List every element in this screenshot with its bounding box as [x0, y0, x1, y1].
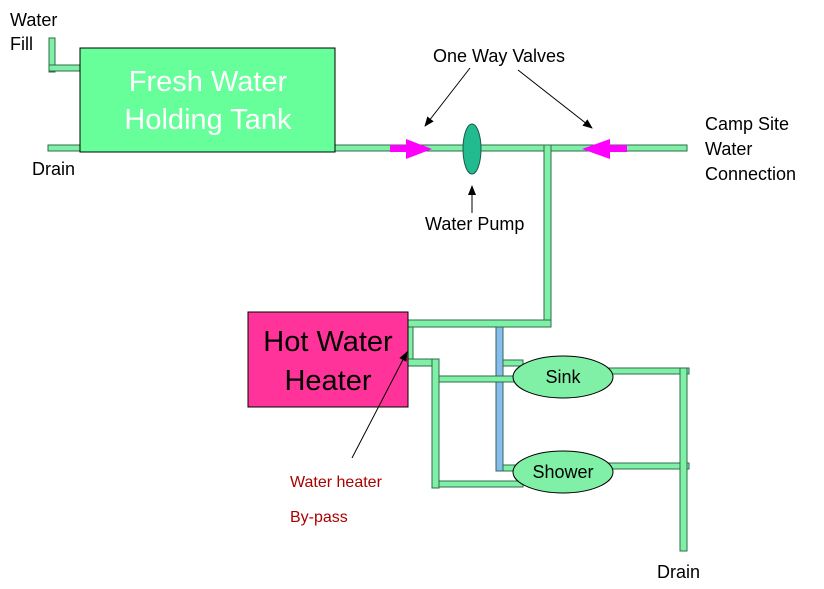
riser-pipe [543, 144, 552, 328]
main-supply-pipe [334, 144, 688, 152]
drain-pipe-vertical [679, 367, 688, 552]
fresh-tank-label-line2: Holding Tank [124, 104, 292, 136]
water-pump-label: Water Pump [425, 214, 524, 234]
one-way-valve-right-icon [582, 139, 627, 159]
campsite-label-line3: Connection [705, 164, 796, 184]
water-fill-label-line1: Water [10, 10, 57, 30]
sink-drain-pipe [604, 367, 690, 375]
valve-pointer-left [424, 67, 471, 127]
heater-inlet-pipe [405, 319, 552, 328]
shower-fixture [512, 450, 614, 494]
bypass-pointer [351, 351, 408, 459]
cold-to-sink-pipe [502, 359, 524, 367]
bypass-label-line1: Water heater [290, 474, 383, 491]
fill-pipe-horizontal [48, 64, 82, 72]
fresh-tank-label-line1: Fresh Water [129, 66, 288, 98]
hot-to-sink-pipe [438, 375, 524, 383]
hot-water-heater [247, 311, 409, 408]
one-way-valve-left-icon [390, 139, 432, 159]
heater-label-line1: Hot Water [263, 326, 393, 358]
hot-to-shower-pipe [438, 480, 524, 488]
valve-pointer-right [517, 69, 593, 129]
shower-drain-pipe [604, 462, 690, 470]
fill-pipe-vertical [48, 37, 56, 73]
drain-pipe-left [47, 144, 82, 152]
drain-left-label: Drain [32, 159, 75, 179]
shower-label: Shower [532, 462, 593, 482]
pipes [47, 37, 690, 552]
water-pump [462, 123, 482, 175]
campsite-label-line1: Camp Site [705, 114, 789, 134]
sink-label: Sink [545, 367, 581, 387]
bypass-pipe [495, 326, 504, 472]
bypass-label-line2: By-pass [290, 509, 348, 526]
campsite-label-line2: Water [705, 139, 752, 159]
hot-riser-pipe [431, 358, 440, 489]
heater-label-line2: Heater [284, 365, 371, 397]
one-way-valves-label: One Way Valves [433, 46, 565, 66]
drain-bottom-label: Drain [657, 562, 700, 582]
sink-fixture [512, 355, 614, 399]
water-fill-label-line2: Fill [10, 34, 33, 54]
fresh-water-tank [79, 47, 336, 153]
